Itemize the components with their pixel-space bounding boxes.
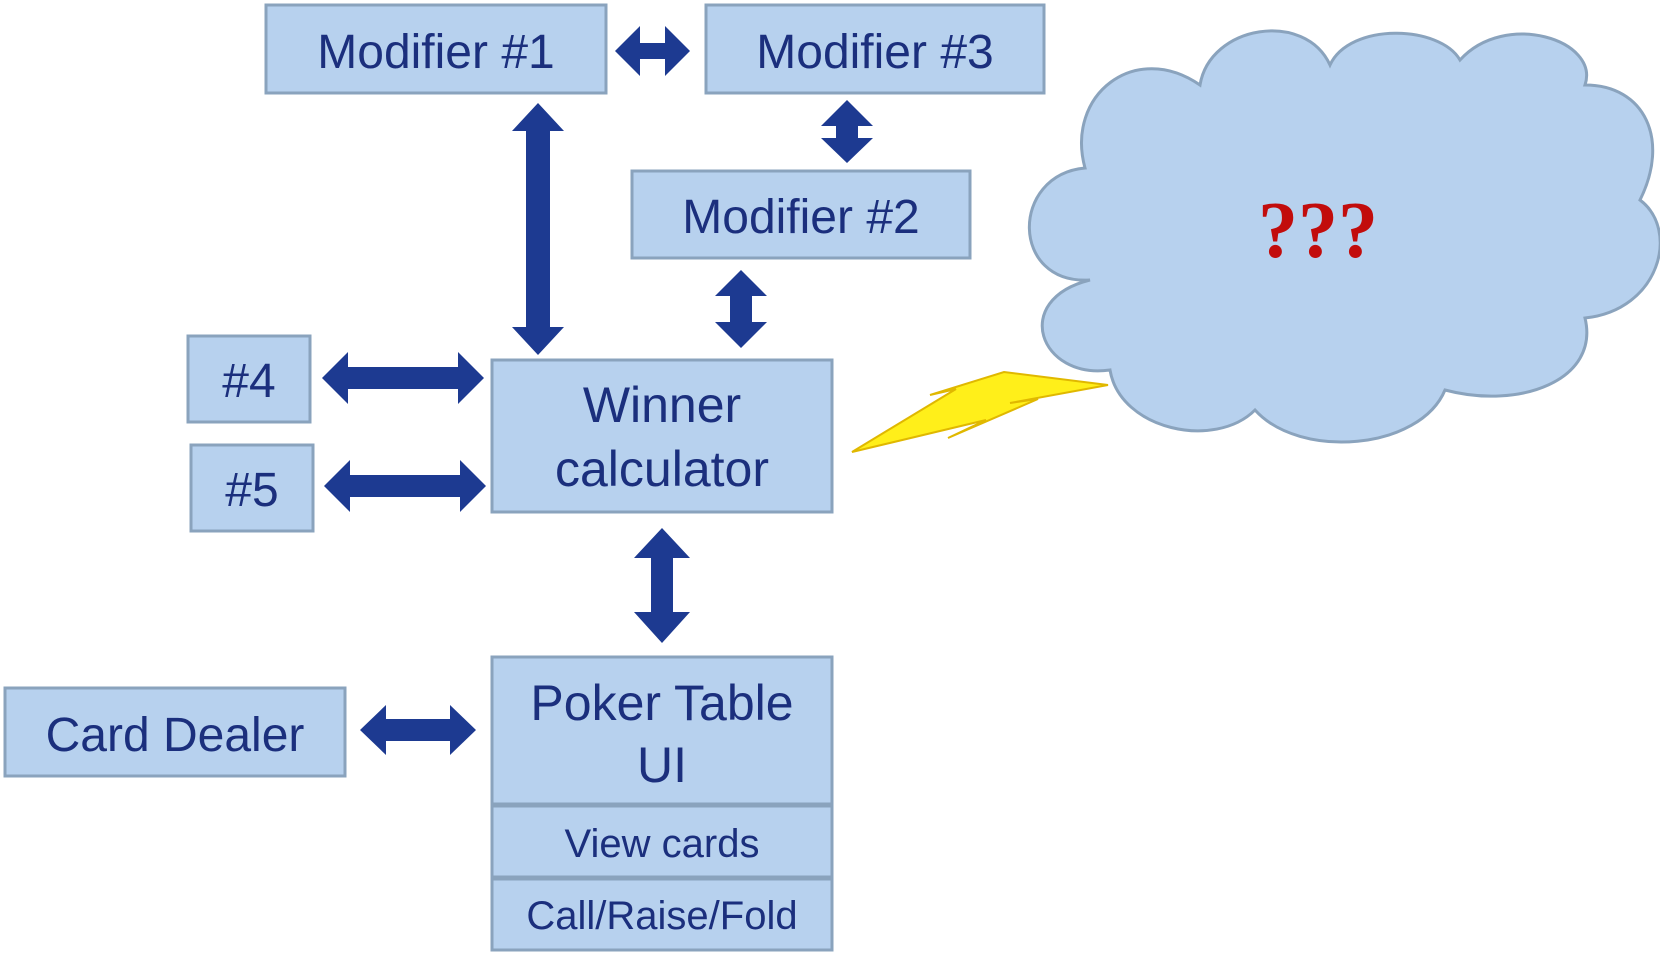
- poker-table-ui-label-line2: UI: [637, 737, 687, 793]
- arrow-modifier1-modifier3: [615, 26, 690, 76]
- view-cards-box: View cards: [490, 804, 834, 879]
- winner-calculator-label-line1: Winner: [583, 377, 741, 433]
- cloud-question-marks: ???: [1258, 187, 1378, 275]
- cloud-shape: ???: [1027, 29, 1660, 444]
- modifier-2-label: Modifier #2: [682, 191, 919, 244]
- modifier-4-label: #4: [222, 355, 275, 408]
- lightning-bolt-icon: [851, 370, 1109, 453]
- modifier-5-box: #5: [189, 443, 315, 533]
- poker-table-ui-box: Poker Table UI: [490, 655, 834, 806]
- card-dealer-box: Card Dealer: [3, 686, 347, 778]
- modifier-3-box: Modifier #3: [704, 3, 1046, 95]
- winner-calculator-box: Winner calculator: [490, 358, 834, 514]
- arrow-modifier1-winner: [512, 103, 564, 355]
- modifier-1-label: Modifier #1: [317, 26, 554, 79]
- arrow-modifier2-winner: [715, 270, 767, 348]
- arrow-modifier3-modifier2: [821, 100, 873, 163]
- modifier-1-box: Modifier #1: [264, 3, 608, 95]
- poker-table-ui-label-line1: Poker Table: [530, 675, 793, 731]
- call-raise-fold-box: Call/Raise/Fold: [490, 877, 834, 952]
- arrow-carddealer-pokertable: [360, 705, 476, 755]
- view-cards-label: View cards: [565, 822, 760, 866]
- card-dealer-label: Card Dealer: [46, 709, 305, 762]
- arrow-winner-pokertable: [634, 528, 690, 643]
- modifier-5-label: #5: [225, 464, 278, 517]
- arrow-4-winner: [322, 352, 484, 404]
- modifier-3-label: Modifier #3: [756, 26, 993, 79]
- modifier-4-box: #4: [186, 334, 312, 424]
- call-raise-fold-label: Call/Raise/Fold: [526, 894, 797, 938]
- arrow-5-winner: [324, 460, 486, 512]
- modifier-2-box: Modifier #2: [630, 169, 972, 260]
- winner-calculator-label-line2: calculator: [555, 441, 769, 497]
